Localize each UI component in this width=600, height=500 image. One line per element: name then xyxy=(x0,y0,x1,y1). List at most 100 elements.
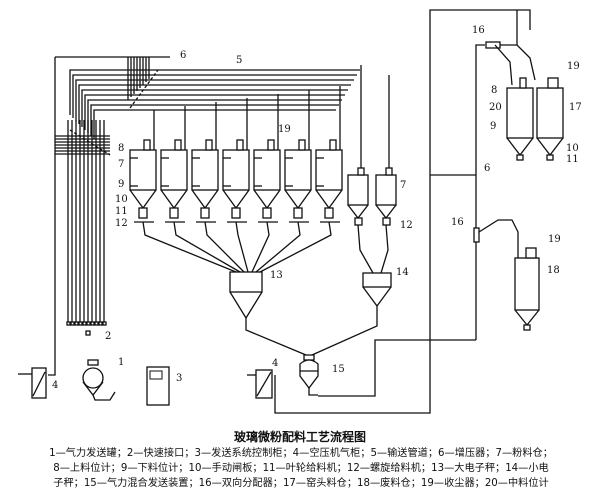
dust-collector xyxy=(143,139,151,151)
quick-connector-end xyxy=(70,321,75,326)
silo-middle-level xyxy=(506,77,534,161)
silo-cone xyxy=(160,189,188,210)
conveying-pipes xyxy=(48,56,360,376)
label-11-left: 11 xyxy=(115,206,128,217)
quick-connector-end xyxy=(94,321,99,326)
silo-body xyxy=(347,174,369,206)
label-7-left: 7 xyxy=(118,159,124,170)
label-16-top: 16 xyxy=(472,25,485,36)
quick-connector-end xyxy=(82,321,87,326)
silo-3 xyxy=(191,102,219,223)
silo-body xyxy=(375,174,397,206)
label-17: 17 xyxy=(569,102,582,113)
label-19-waste: 19 xyxy=(548,234,561,245)
horizontal-pipe xyxy=(81,89,348,127)
horizontal-pipe xyxy=(75,79,354,121)
dust-collector xyxy=(236,139,244,151)
diagram-title: 玻璃微粉配料工艺流程图 xyxy=(233,430,366,444)
horizontal-pipe xyxy=(84,94,345,130)
main-air-line xyxy=(48,57,56,376)
feed-to-scale-14 xyxy=(357,224,374,274)
pneumatic-sender-tank xyxy=(82,359,116,401)
large-electronic-scale xyxy=(229,271,263,324)
silo-body xyxy=(284,149,312,191)
rotary-feeder xyxy=(262,207,272,219)
pipe-15-to-riser xyxy=(318,339,476,397)
screw-feeder xyxy=(382,217,391,226)
horizontal-pipe xyxy=(72,74,357,118)
horizontal-pipe xyxy=(93,109,336,139)
quick-connector xyxy=(85,330,91,336)
feed-to-scale-13 xyxy=(173,221,241,273)
feed-to-scale-13 xyxy=(204,221,245,273)
label-3: 3 xyxy=(176,373,182,384)
feed-to-scale-13 xyxy=(259,221,332,273)
silo-1 xyxy=(129,110,157,223)
quick-connector-end xyxy=(78,321,83,326)
dust-collector xyxy=(357,167,365,176)
pipe-13-to-15 xyxy=(245,324,307,356)
silo-cone xyxy=(347,204,369,220)
label-13: 13 xyxy=(270,270,283,281)
small-silo-2 xyxy=(375,75,397,274)
label-19-center: 19 xyxy=(278,124,291,135)
silo-body xyxy=(222,149,250,191)
process-flow-diagram: 1 2 3 4 4 5 6 6 7 7 8 8 9 9 10 10 11 11 … xyxy=(18,9,582,414)
dust-collector xyxy=(267,139,275,151)
label-9-right: 9 xyxy=(490,121,496,132)
legend-line-3: 子秤；15—气力混合发送装置；16—双向分配器；17—窑头料仓；18—废料仓；1… xyxy=(53,478,549,489)
label-6-right: 6 xyxy=(484,163,490,174)
distributor-16-top xyxy=(485,41,501,49)
label-11-right: 11 xyxy=(566,154,579,165)
small-silo-1 xyxy=(347,65,374,274)
label-18: 18 xyxy=(547,265,560,276)
pneumatic-mixing-sender xyxy=(299,354,319,396)
powder-silos xyxy=(129,86,343,223)
silo-5 xyxy=(253,94,281,223)
horizontal-pipe xyxy=(78,84,351,124)
dust-collector xyxy=(329,139,337,151)
horizontal-pipe xyxy=(69,69,360,115)
dust-collector xyxy=(205,139,213,151)
silo-body xyxy=(191,149,219,191)
label-2: 2 xyxy=(105,331,111,342)
silo-cone xyxy=(222,189,250,210)
air-compressor-tank-left xyxy=(18,367,47,399)
label-7-right: 7 xyxy=(400,180,406,191)
horizontal-pipe xyxy=(90,104,339,136)
silo-body xyxy=(253,149,281,191)
label-12-left: 12 xyxy=(115,218,128,229)
label-15: 15 xyxy=(332,364,345,375)
quick-connector-end xyxy=(66,321,71,326)
dust-collector xyxy=(298,139,306,151)
label-10-left: 10 xyxy=(115,194,128,205)
silo-cone xyxy=(375,204,397,220)
dust-collector xyxy=(174,139,182,151)
silo-4 xyxy=(222,98,250,223)
rotary-feeder xyxy=(293,207,303,219)
legend-line-1: 1—气力发送罐；2—快速接口；3—发送系统控制柜；4—空压机气柜；5—输送管道；… xyxy=(49,448,553,459)
label-20: 20 xyxy=(489,102,502,113)
label-12-right: 12 xyxy=(400,220,413,231)
control-cabinet xyxy=(146,366,170,406)
rotary-feeder xyxy=(138,207,148,219)
rotary-feeder xyxy=(169,207,179,219)
rotary-feeder xyxy=(200,207,210,219)
quick-connector-end xyxy=(86,321,91,326)
riser-pipe xyxy=(475,44,485,340)
feed-to-scale-13 xyxy=(251,221,270,273)
silo-7 xyxy=(315,86,343,223)
silo-6 xyxy=(284,90,312,223)
label-9-left: 9 xyxy=(118,179,124,190)
dust-collector xyxy=(385,167,393,176)
kiln-head-silo xyxy=(536,77,564,161)
silo-cone xyxy=(253,189,281,210)
waste-silo xyxy=(514,247,540,331)
rotary-feeder xyxy=(324,207,334,219)
silo-body xyxy=(129,149,157,191)
silo-cone xyxy=(284,189,312,210)
quick-connector-end xyxy=(90,321,95,326)
legend-line-2: 8—上料位计；9—下料位计；10—手动闸板；11—叶轮给料机；12—螺旋给料机；… xyxy=(53,463,549,474)
label-8-right: 8 xyxy=(491,85,497,96)
label-14: 14 xyxy=(396,267,409,278)
